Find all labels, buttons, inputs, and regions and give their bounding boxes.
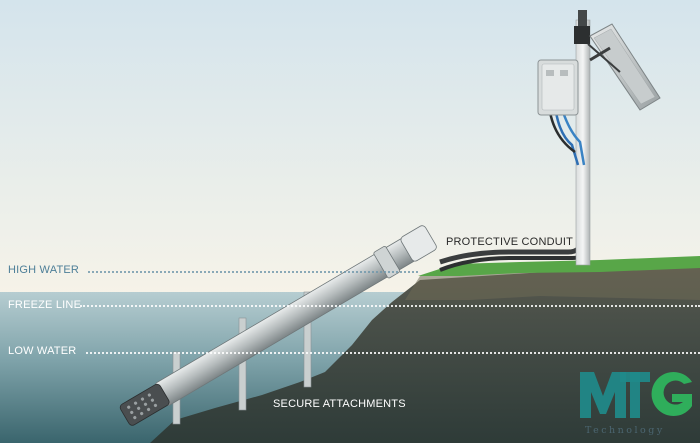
secure-attachments-label: SECURE ATTACHMENTS (273, 398, 406, 410)
sky (0, 0, 700, 300)
grass-strip (418, 256, 700, 276)
high-water-line (88, 271, 418, 273)
sensor-probe-icon (119, 383, 170, 426)
solar-panel-icon (587, 23, 661, 111)
freeze-line (80, 305, 700, 307)
low-water-line (86, 352, 700, 354)
protective-conduit-label: PROTECTIVE CONDUIT (446, 236, 574, 248)
mtg-logo-icon (580, 372, 692, 418)
control-box-icon (537, 59, 579, 116)
mounting-stake (303, 291, 312, 388)
freeze-line-label: FREEZE LINE (8, 299, 82, 311)
mounting-pole (575, 19, 591, 266)
cable-black (548, 111, 576, 154)
cable-blue (554, 111, 580, 166)
pole-cap (578, 10, 587, 30)
low-water-label: LOW WATER (8, 345, 77, 357)
logo-subtitle: Technology (585, 425, 665, 436)
cable-blue (561, 111, 586, 166)
antenna-mount (574, 26, 590, 44)
high-water-label: HIGH WATER (8, 264, 80, 276)
